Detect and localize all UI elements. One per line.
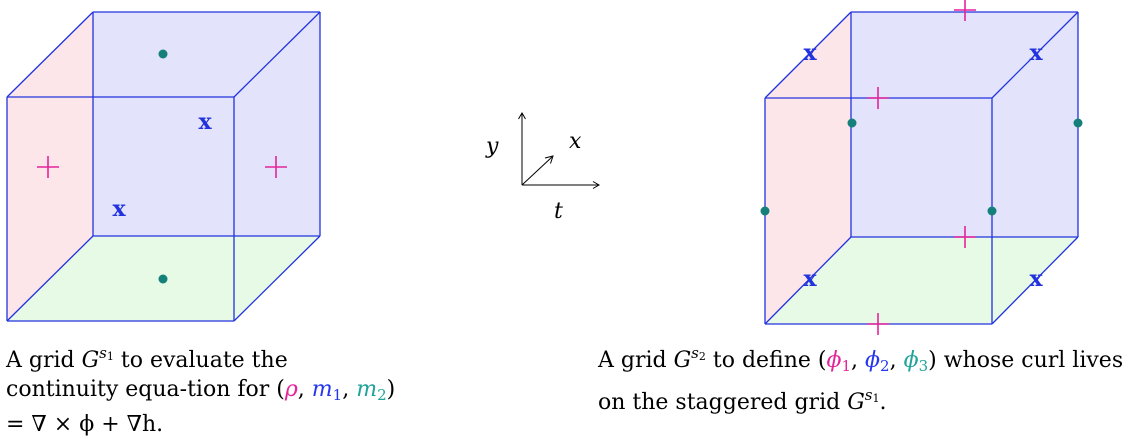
caption-left-m2: m xyxy=(356,377,378,402)
cube-right-dot-back-right xyxy=(1073,118,1083,128)
cube-left-plus-left xyxy=(37,156,59,178)
caption-right-end: . xyxy=(879,390,887,415)
cube-left-cross-front: x xyxy=(112,196,126,222)
cube-right: x x x x xyxy=(760,0,1083,335)
cube-right-plus-bottom-front xyxy=(867,313,889,335)
cube-right-cross-top-left: x xyxy=(803,40,817,66)
caption-left-m2-sub: 2 xyxy=(377,386,387,404)
caption-left-m1: m xyxy=(311,377,333,402)
cube-right-dot-front-right xyxy=(987,206,997,216)
axis-label-t: t xyxy=(554,199,563,224)
cube-right-left-face xyxy=(765,12,851,324)
caption-left-superscript: s1 xyxy=(99,344,114,363)
caption-left-sup-s: s xyxy=(99,344,107,362)
caption-left-mid: to evaluate the continuity equa-tion for… xyxy=(6,348,288,402)
caption-right-grid-symbol: G xyxy=(673,348,692,373)
caption-right-intro: A grid xyxy=(598,348,674,373)
cube-left-dot-top xyxy=(158,49,168,59)
caption-right-phi3-sub: 3 xyxy=(918,357,929,375)
axis-label-x: x xyxy=(569,129,582,154)
cube-right-plus-top-back xyxy=(954,0,976,21)
caption-left: A grid Gs1 to evaluate the continuity eq… xyxy=(6,339,401,439)
caption-left-intro: A grid xyxy=(6,348,82,373)
cube-left-plus-right xyxy=(265,156,287,178)
cube-right-cross-top-right: x xyxy=(1029,40,1043,66)
caption-right-mid: to define ( xyxy=(705,348,827,373)
cube-right-bottom-face xyxy=(765,237,1078,324)
caption-right-comma-2: , xyxy=(889,348,904,373)
caption-left-comma-2: , xyxy=(342,377,357,402)
caption-left-comma-1: , xyxy=(297,377,312,402)
caption-right-sup2-sub: 1 xyxy=(872,392,880,405)
caption-right-sup2-s: s xyxy=(864,386,873,404)
caption-right-superscript-2: s1 xyxy=(864,386,880,405)
cube-right-dot-back-left xyxy=(847,118,857,128)
cube-right-plus-bottom-back xyxy=(954,226,976,248)
cube-left-dot-bottom xyxy=(158,274,168,284)
caption-left-m1-sub: 1 xyxy=(332,386,343,404)
cube-right-cross-bottom-left: x xyxy=(803,266,817,292)
axes-indicator: y x t xyxy=(485,112,600,224)
caption-left-grid-symbol: G xyxy=(81,348,100,373)
caption-right-superscript: s2 xyxy=(691,344,706,363)
caption-right-phi1: ϕ xyxy=(826,348,842,373)
cube-right-dot-front-left xyxy=(760,206,770,216)
caption-right-phi1-sub: 1 xyxy=(841,357,852,375)
axis-label-y: y xyxy=(485,134,499,159)
diagram-canvas: x x y x t xyxy=(6,0,1083,335)
cube-left-edges xyxy=(6,11,321,322)
cube-right-plus-top-front xyxy=(867,87,889,109)
caption-right-phi2: ϕ xyxy=(865,348,881,373)
cube-left-cross-back: x xyxy=(198,109,212,135)
caption-right-grid-symbol-2: G xyxy=(847,390,865,415)
caption-right-phi3: ϕ xyxy=(903,348,919,373)
caption-right: A grid Gs2 to define (ϕ1, ϕ2, ϕ3) whose … xyxy=(598,339,1133,417)
caption-left-rho: ρ xyxy=(284,377,298,402)
caption-right-sup-sub: 2 xyxy=(698,350,706,363)
caption-left-sup-sub: 1 xyxy=(106,350,114,363)
cube-left: x x xyxy=(6,11,321,322)
caption-right-phi2-sub: 2 xyxy=(880,357,890,375)
caption-right-sup-s: s xyxy=(691,344,699,362)
cube-right-cross-bottom-right: x xyxy=(1029,266,1043,292)
caption-right-comma-1: , xyxy=(851,348,866,373)
